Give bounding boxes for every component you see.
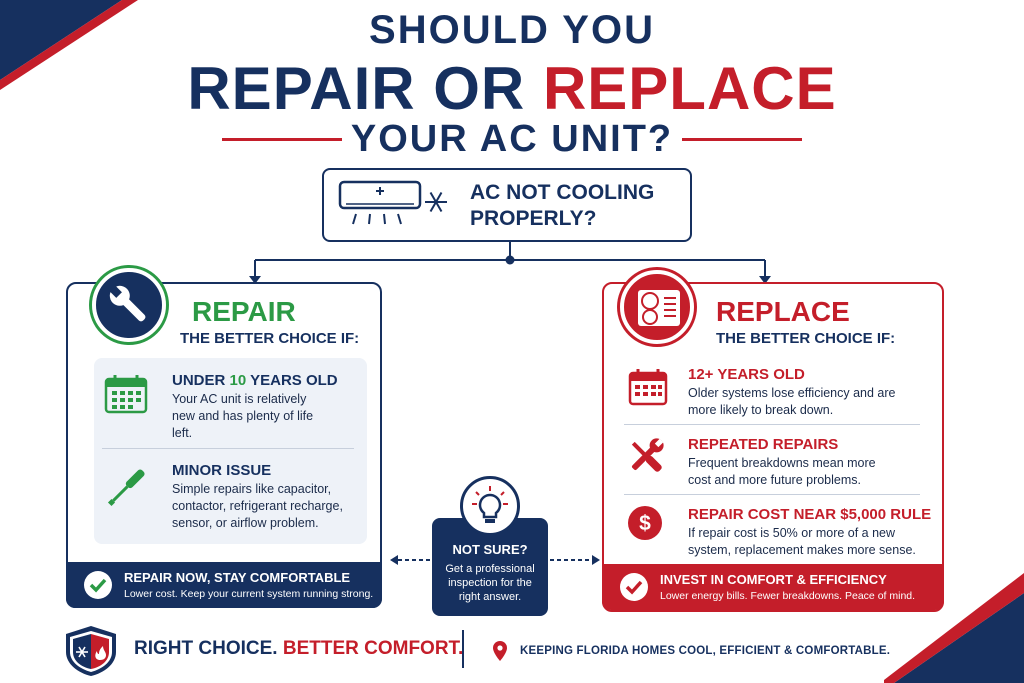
repair-item-2-body: Simple repairs like capacitor, contactor…	[172, 482, 343, 530]
title-rule-right	[682, 138, 802, 141]
replace-item-3-body: If repair cost is 50% or more of a new s…	[688, 526, 916, 557]
replace-footer: INVEST IN COMFORT & EFFICIENCY Lower ene…	[602, 564, 944, 610]
replace-subtitle: THE BETTER CHOICE IF:	[716, 330, 896, 347]
title-line-2: REPAIR OR REPLACE	[0, 54, 1024, 124]
ac-unit-icon	[338, 180, 447, 225]
repair-item-1-heading: UNDER 10 YEARS OLD	[172, 372, 338, 389]
tools-icon	[631, 438, 664, 472]
repair-footer-title: REPAIR NOW, STAY COMFORTABLE	[124, 570, 351, 585]
not-sure-title: NOT SURE?	[452, 542, 528, 557]
dollar-icon: $	[628, 506, 662, 540]
corner-stripe-top-left	[0, 0, 138, 90]
replace-item-1-body: Older systems lose efficiency and are mo…	[688, 386, 896, 417]
calendar-icon	[104, 375, 148, 414]
wrench-icon	[108, 284, 146, 322]
lightbulb-icon	[472, 486, 508, 523]
screwdriver-icon	[107, 469, 145, 507]
title-line-3: YOUR AC UNIT?	[350, 118, 674, 160]
title-rule-left	[222, 138, 342, 141]
bottom-slogan: RIGHT CHOICE. BETTER COMFORT.	[134, 638, 464, 659]
repair-title: REPAIR	[192, 296, 296, 327]
start-node	[322, 168, 692, 242]
corner-stripe-bottom-right	[884, 573, 1024, 683]
repair-divider	[102, 448, 354, 449]
ac-condenser-icon	[638, 290, 680, 326]
replace-footer-sub: Lower energy bills. Fewer breakdowns. Pe…	[660, 590, 916, 602]
bottom-tagline: KEEPING FLORIDA HOMES COOL, EFFICIENT & …	[520, 645, 891, 657]
replace-item-1-heading: 12+ YEARS OLD	[688, 366, 805, 383]
title-replace-word: REPLACE	[542, 55, 837, 122]
checkmark-icon	[84, 571, 112, 599]
svg-text:$: $	[639, 512, 651, 535]
location-pin-icon	[493, 641, 507, 661]
bottom-divider	[462, 630, 464, 668]
title-repair-word: REPAIR	[187, 55, 416, 122]
replace-item-2-body: Frequent breakdowns mean more cost and m…	[688, 456, 876, 487]
replace-divider-1	[624, 424, 920, 425]
checkmark-icon	[620, 573, 648, 601]
repair-item-1-body: Your AC unit is relatively new and has p…	[172, 392, 314, 440]
repair-item-2-heading: MINOR ISSUE	[172, 462, 272, 479]
branch-connectors	[249, 242, 771, 284]
calendar-icon	[628, 369, 668, 406]
not-sure-body: Get a professional inspection for the ri…	[445, 563, 535, 603]
repair-footer: REPAIR NOW, STAY COMFORTABLE Lower cost.…	[66, 562, 382, 608]
not-sure-connectors	[390, 555, 600, 565]
replace-item-3-heading: REPAIR COST NEAR $5,000 RULE	[688, 506, 932, 523]
shield-icon	[66, 626, 116, 676]
repair-criteria-box	[94, 358, 367, 544]
start-node-text: AC NOT COOLING PROPERLY?	[470, 181, 655, 230]
repair-footer-sub: Lower cost. Keep your current system run…	[124, 588, 374, 600]
replace-footer-title: INVEST IN COMFORT & EFFICIENCY	[660, 572, 887, 587]
replace-item-2-heading: REPEATED REPAIRS	[688, 436, 839, 453]
replace-title: REPLACE	[716, 296, 850, 327]
title-or-word: OR	[433, 55, 526, 122]
title-line-1: SHOULD YOU	[369, 8, 655, 52]
repair-subtitle: THE BETTER CHOICE IF:	[180, 330, 360, 347]
replace-divider-2	[624, 494, 920, 495]
